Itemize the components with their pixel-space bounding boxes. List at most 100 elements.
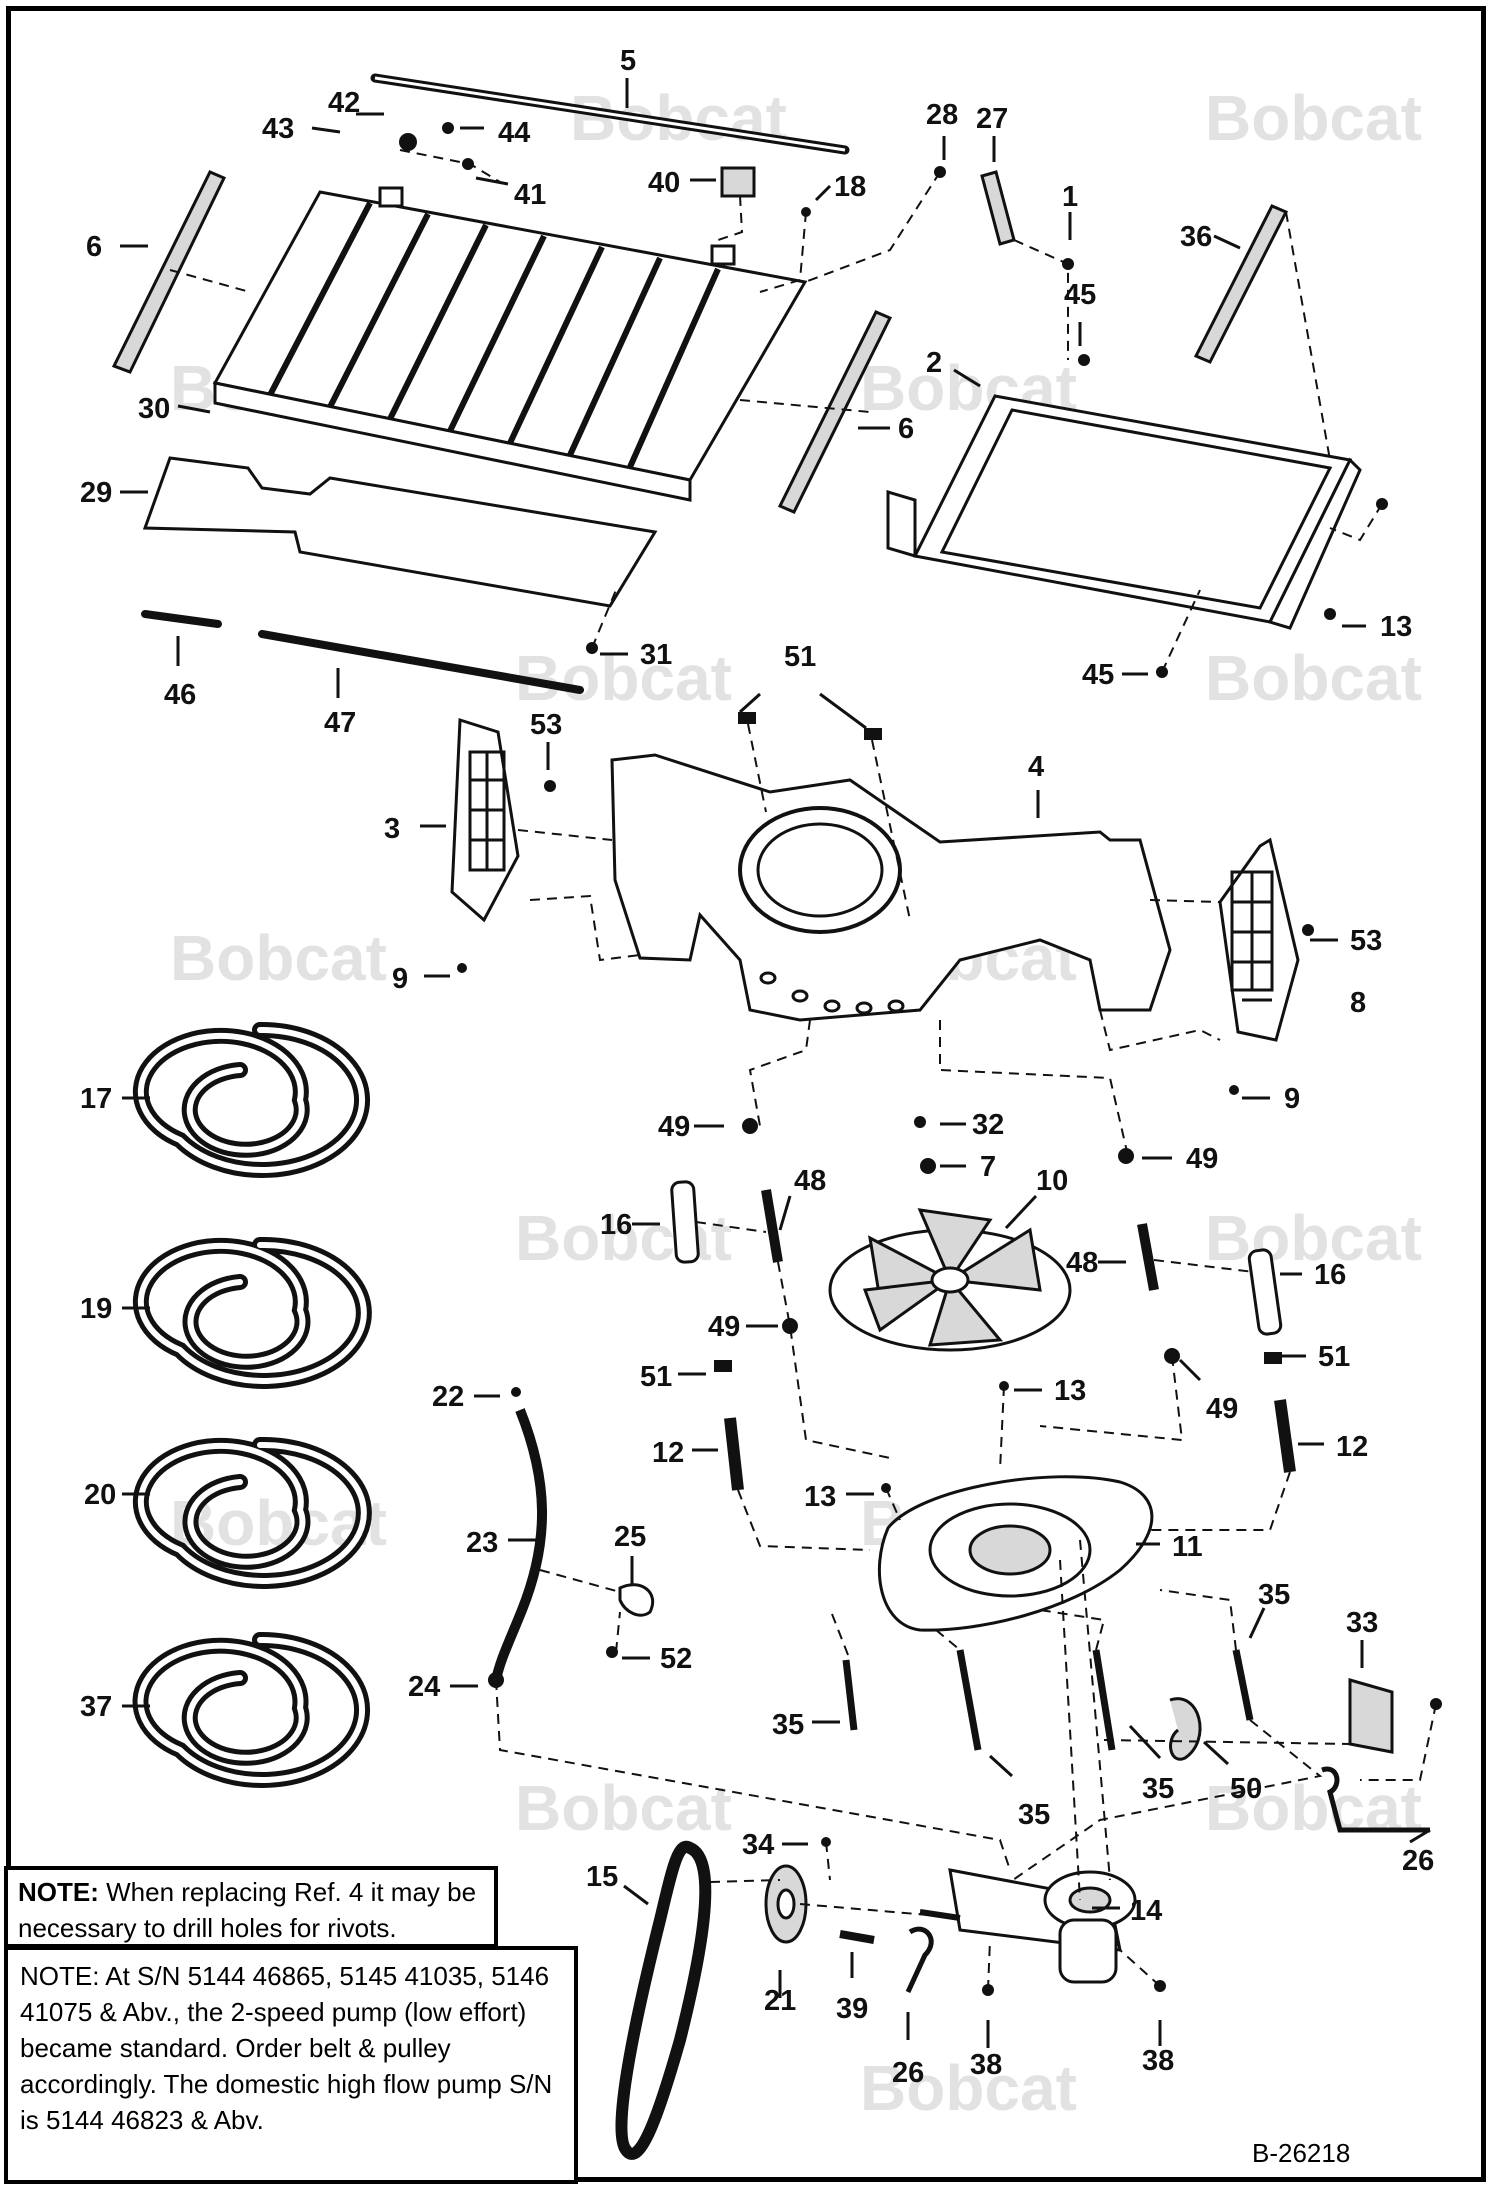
part-rod-12-left — [724, 1417, 744, 1491]
callout-number: 47 — [324, 707, 356, 739]
callout-number: 9 — [1284, 1083, 1300, 1115]
callout-number: 51 — [1318, 1341, 1350, 1373]
callout-number: 53 — [1350, 925, 1382, 957]
callout-number: 33 — [1346, 1607, 1378, 1639]
callout-number: 12 — [1336, 1431, 1368, 1463]
callout-number: 20 — [84, 1479, 116, 1511]
callout-number: 50 — [1230, 1773, 1262, 1805]
callout-number: 3 — [384, 813, 400, 845]
callout-number: 48 — [794, 1165, 826, 1197]
part-bolt-35 — [842, 1659, 858, 1731]
part-rod-5-highlight — [374, 76, 846, 152]
callout-number: 13 — [804, 1481, 836, 1513]
callout-number: 38 — [970, 2049, 1002, 2081]
callout-number: 27 — [976, 103, 1008, 135]
callout-number: 26 — [892, 2057, 924, 2089]
callouts: 5 42 43 44 41 40 18 28 27 1 36 6 45 2 30… — [80, 45, 1434, 2089]
callout-number: 7 — [980, 1151, 996, 1183]
note-drilling: NOTE: When replacing Ref. 4 it may be ne… — [4, 1866, 498, 1948]
callout-number: 8 — [1350, 987, 1366, 1019]
callout-number: 2 — [926, 347, 942, 379]
callout-number: 35 — [1018, 1799, 1050, 1831]
part-bracket-33 — [1348, 1678, 1394, 1754]
watermark: Bobcat — [170, 922, 387, 994]
callout-number: 18 — [834, 171, 866, 203]
watermark: Bobcat — [570, 82, 787, 154]
part-hose-19 — [132, 1236, 372, 1389]
parts — [111, 73, 1442, 2160]
part-pin-48-left — [761, 1189, 783, 1263]
part-screen-3 — [450, 717, 520, 923]
part-housing-4 — [610, 753, 1172, 1022]
part-screen-8 — [1218, 837, 1300, 1042]
callout-number: 32 — [972, 1109, 1004, 1141]
callout-number: 44 — [498, 117, 530, 149]
callout-number: 1 — [1062, 181, 1078, 213]
part-hose-20 — [132, 1436, 372, 1589]
callout-number: 52 — [660, 1643, 692, 1675]
note-label: NOTE: — [18, 1877, 99, 1907]
part-bar-47 — [258, 630, 584, 694]
callout-number: 24 — [408, 1671, 440, 1703]
callout-number: 31 — [640, 639, 672, 671]
part-bar-6-left — [111, 170, 227, 374]
callout-number: 51 — [640, 1361, 672, 1393]
callout-number: 36 — [1180, 221, 1212, 253]
leader-lines — [120, 78, 1431, 2048]
note-serial-numbers: NOTE: At S/N 5144 46865, 5145 41035, 514… — [4, 1946, 578, 2184]
callout-number: 53 — [530, 709, 562, 741]
callout-number: 11 — [1172, 1531, 1203, 1563]
watermark: Bobcat — [1205, 642, 1422, 714]
callout-number: 14 — [1130, 1895, 1162, 1927]
callout-number: 35 — [1258, 1579, 1290, 1611]
part-clamp-25 — [618, 1583, 655, 1617]
callout-number: 6 — [86, 231, 102, 263]
drawing-number: B-26218 — [1252, 2138, 1351, 2168]
callout-number: 34 — [742, 1829, 774, 1861]
part-bar-36 — [1193, 204, 1289, 364]
callout-number: 49 — [658, 1111, 690, 1143]
watermark: Bobcat — [1205, 82, 1422, 154]
watermark: Bobcat — [860, 2052, 1077, 2124]
part-block-40 — [720, 166, 756, 198]
callout-number: 41 — [514, 179, 546, 211]
callout-number: 45 — [1082, 659, 1114, 691]
callout-number: 5 — [620, 45, 636, 77]
note-text: NOTE: At S/N 5144 46865, 5145 41035, 514… — [20, 1961, 553, 2135]
callout-number: 22 — [432, 1381, 464, 1413]
callout-number: 46 — [164, 679, 196, 711]
part-key-39 — [839, 1930, 875, 1944]
callout-number: 21 — [764, 1985, 796, 2017]
part-plate-29 — [142, 456, 658, 608]
part-hose-23 — [491, 1408, 548, 1682]
part-hose-37 — [132, 1631, 371, 1788]
callout-number: 38 — [1142, 2045, 1174, 2077]
part-bolt-35 — [1092, 1649, 1116, 1751]
part-pin-26 — [905, 1926, 934, 1994]
watermark: Bobcat — [1205, 1202, 1422, 1274]
callout-number: 19 — [80, 1293, 112, 1325]
callout-number: 49 — [1206, 1393, 1238, 1425]
part-pin-26 — [1321, 1766, 1430, 1833]
part-bar-46 — [141, 610, 222, 628]
callout-number: 45 — [1064, 279, 1096, 311]
part-bolt-35 — [1232, 1649, 1254, 1721]
part-belt-15 — [615, 1840, 712, 2160]
part-pulley-hub — [776, 1888, 796, 1920]
watermark: Bobcat — [515, 1772, 732, 1844]
callout-number: 4 — [1028, 751, 1044, 783]
callout-number: 51 — [784, 641, 816, 673]
part-fan-10 — [828, 1208, 1072, 1352]
callout-number: 13 — [1380, 611, 1412, 643]
assembly-lines — [169, 149, 1437, 1991]
part-pump-14 — [919, 1868, 1137, 1984]
part-spacer-16-left — [670, 1180, 700, 1264]
note-text: When replacing Ref. 4 it may be necessar… — [18, 1877, 477, 1943]
part-grille-30 — [212, 186, 808, 502]
callout-number: 49 — [708, 1311, 740, 1343]
part-rod-12-right — [1274, 1399, 1296, 1473]
part-spacer-16-right — [1247, 1248, 1283, 1336]
callout-number: 12 — [652, 1437, 684, 1469]
callout-number: 49 — [1186, 1143, 1218, 1175]
